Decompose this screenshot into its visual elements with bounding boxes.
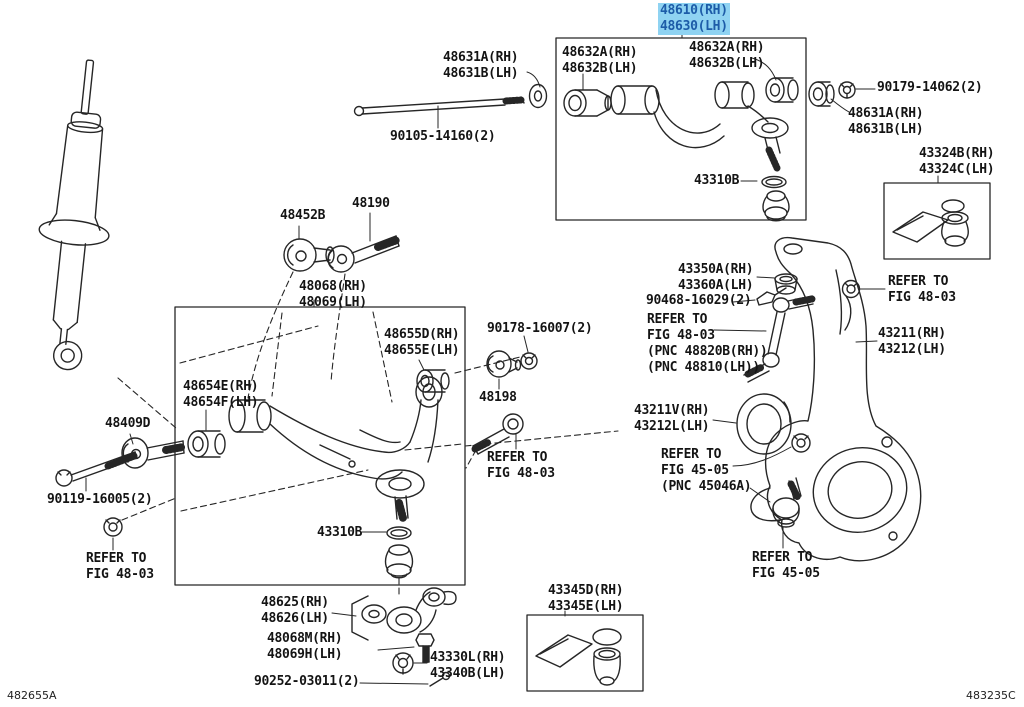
part-label-48631-rear: 48631A(RH) 48631B(LH) [848,106,924,137]
dust-cover-bottom-drawing [384,544,414,579]
bolt-refer-right-drawing [841,279,861,299]
cam-48409d-drawing [121,437,187,469]
upper-control-arm-drawing [610,81,789,172]
part-label-90105: 90105-14160(2) [390,129,496,144]
cotter-pin-90252-drawing [429,671,451,687]
refer-fig4803-bottomleft-label: REFER TO FIG 48-03 [86,551,154,582]
part-label-48625: 48625(RH) 48626(LH) [261,595,329,626]
part-label-43310b-bottom: 43310B [317,525,363,540]
part-label-48631-front: 48631A(RH) 48631B(LH) [443,50,519,81]
part-label-48632-left: 48632A(RH) 48632B(LH) [562,45,638,76]
bushing-48654-drawing [187,430,226,458]
washer-48631-rear-drawing [808,81,835,107]
upper-arm-box [555,37,807,221]
refer-fig4803-right-label: REFER TO FIG 48-03 [888,274,956,305]
nut-90179-drawing [838,81,856,99]
bolt-48068m-drawing [415,633,435,665]
kit-43324-contents-drawing [892,199,969,247]
clip-90468-drawing [756,287,787,306]
cam-plate-48198-drawing [486,350,522,378]
part-label-48190: 48190 [352,196,390,211]
seal-ring-43211v-drawing [736,393,792,455]
cam-bolt-48190-drawing [327,235,401,273]
part-label-48198: 48198 [479,390,517,405]
kit-43324-box [883,182,991,260]
part-label-90252: 90252-03011(2) [254,674,360,689]
part-label-90178: 90178-16007(2) [487,321,593,336]
part-label-48452b: 48452B [280,208,326,223]
kit-43345-box [526,614,644,692]
bushing-48632-left-drawing [563,89,612,117]
castle-nut-43330l-drawing [392,652,414,675]
nut-90178-drawing [520,352,538,370]
nut-refer-bottom-left-drawing [103,517,123,537]
refer-fig4505-bottom-label: REFER TO FIG 45-05 [752,550,820,581]
figure-code-left: 482655A [7,689,57,702]
bolt-90119-drawing [55,451,138,487]
refer-fig4803-mid-label: REFER TO FIG 48-03 [487,450,555,481]
cam-48452b-drawing [283,238,335,272]
dust-cover-top-drawing [762,190,790,222]
part-label-48632-right: 48632A(RH) 48632B(LH) [689,40,765,71]
strut-rod-90105-drawing [353,96,525,117]
part-label-90468: 90468-16029(2) [646,293,752,308]
part-label-43211: 43211(RH) 43212(LH) [878,326,946,357]
part-label-43211v: 43211V(RH) 43212L(LH) [634,403,710,434]
part-label-43324: 43324B(RH) 43324C(LH) [919,146,995,177]
part-label-48655: 48655D(RH) 48655E(LH) [384,327,460,358]
part-label-48654: 48654E(RH) 48654F(LH) [183,379,259,410]
washer-48631-front-drawing [528,83,548,109]
ball-joint-support-48625-drawing [351,587,457,641]
lower-ball-joint-drawing [772,477,802,528]
bushing-48655-drawing [416,369,450,393]
stabilizer-link-drawing [743,295,816,383]
part-label-48409d: 48409D [105,416,151,431]
part-label-43350a: 43350A(RH) 43360A(LH) [678,262,754,293]
kit-43345-contents-drawing [535,628,622,686]
refer-fig4803-pnc-label: REFER TO FIG 48-03 (PNC 48820B(RH)) (PNC… [647,312,768,375]
figure-code-right: 483235C [966,689,1016,702]
snap-ring-43310b-top-drawing [761,175,787,189]
part-label-43310b-top: 43310B [694,173,740,188]
bolt-refer-mid-drawing [471,413,524,455]
part-label-48068: 48068(RH) 48069(LH) [299,279,367,310]
snap-ring-43310b-bottom-drawing [386,526,412,540]
part-label-48068m: 48068M(RH) 48069H(LH) [267,631,343,662]
refer-fig4505-pnc-label: REFER TO FIG 45-05 (PNC 45046A) [661,447,752,494]
part-label-43330l: 43330L(RH) 43340B(LH) [430,650,506,681]
leader-lines [85,30,939,685]
bushing-48632-right-drawing [765,77,799,103]
part-label-90179: 90179-14062(2) [877,80,983,95]
part-label-43345: 43345D(RH) 43345E(LH) [548,583,624,614]
shock-absorber-drawing [38,59,110,371]
part-label-90119: 90119-16005(2) [47,492,153,507]
steering-knuckle-drawing [750,236,922,562]
cap-43350a-drawing [774,273,798,295]
lower-control-arm-drawing [228,376,443,522]
castle-nut-45046a-drawing [791,433,811,453]
part-label-48610-48630-selected[interactable]: 48610(RH) 48630(LH) [658,3,730,35]
